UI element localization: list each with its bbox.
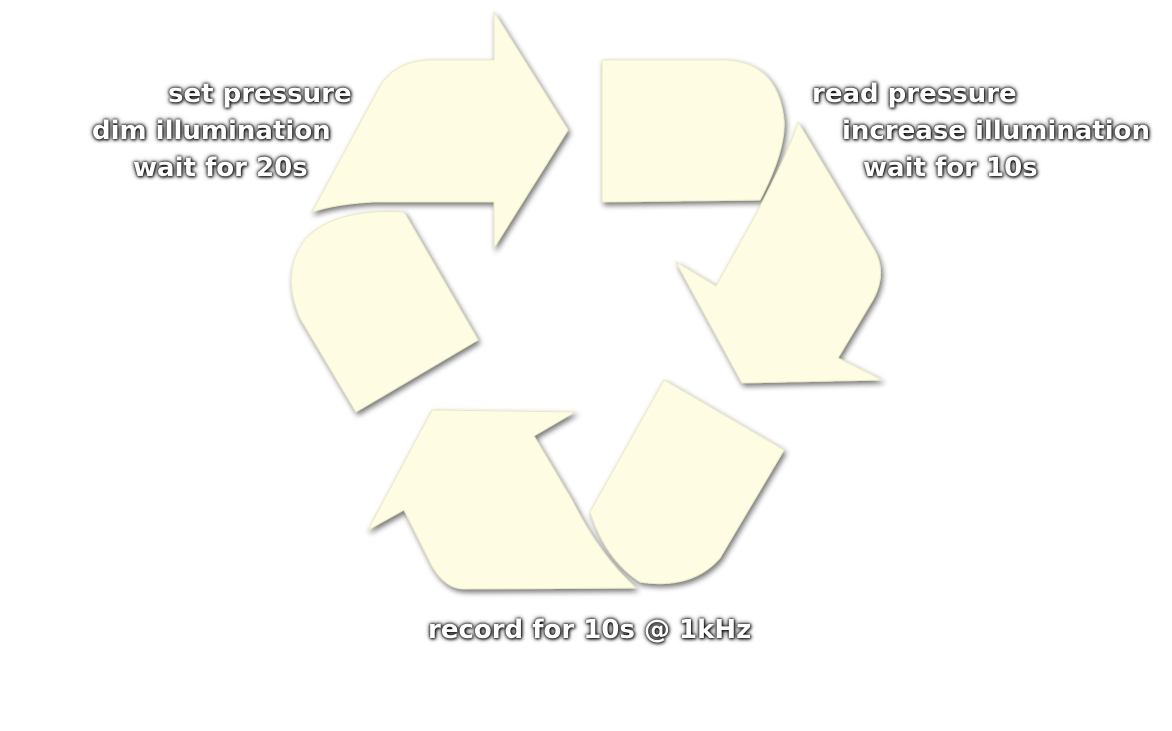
step-label-set-pressure: set pressure dim illumination wait for 2… xyxy=(60,76,352,187)
label-line: record for 10s @ 1kHz xyxy=(428,615,752,645)
arrow-left-tail xyxy=(290,211,479,413)
arrow-bottom-head xyxy=(366,409,638,590)
arrow-top-tail xyxy=(601,59,785,203)
label-line: dim illumination xyxy=(92,116,331,146)
step-label-record: record for 10s @ 1kHz xyxy=(428,612,758,649)
label-line: wait for 10s xyxy=(863,153,1038,183)
label-line: increase illumination xyxy=(842,116,1151,146)
label-line: read pressure xyxy=(812,79,1017,109)
arrow-right-head xyxy=(674,120,883,384)
step-label-read-pressure: read pressure increase illumination wait… xyxy=(812,76,1152,187)
arrow-top-head xyxy=(310,10,569,250)
arrow-right-tail xyxy=(589,379,785,585)
label-line: set pressure xyxy=(168,79,352,109)
label-line: wait for 20s xyxy=(133,153,308,183)
